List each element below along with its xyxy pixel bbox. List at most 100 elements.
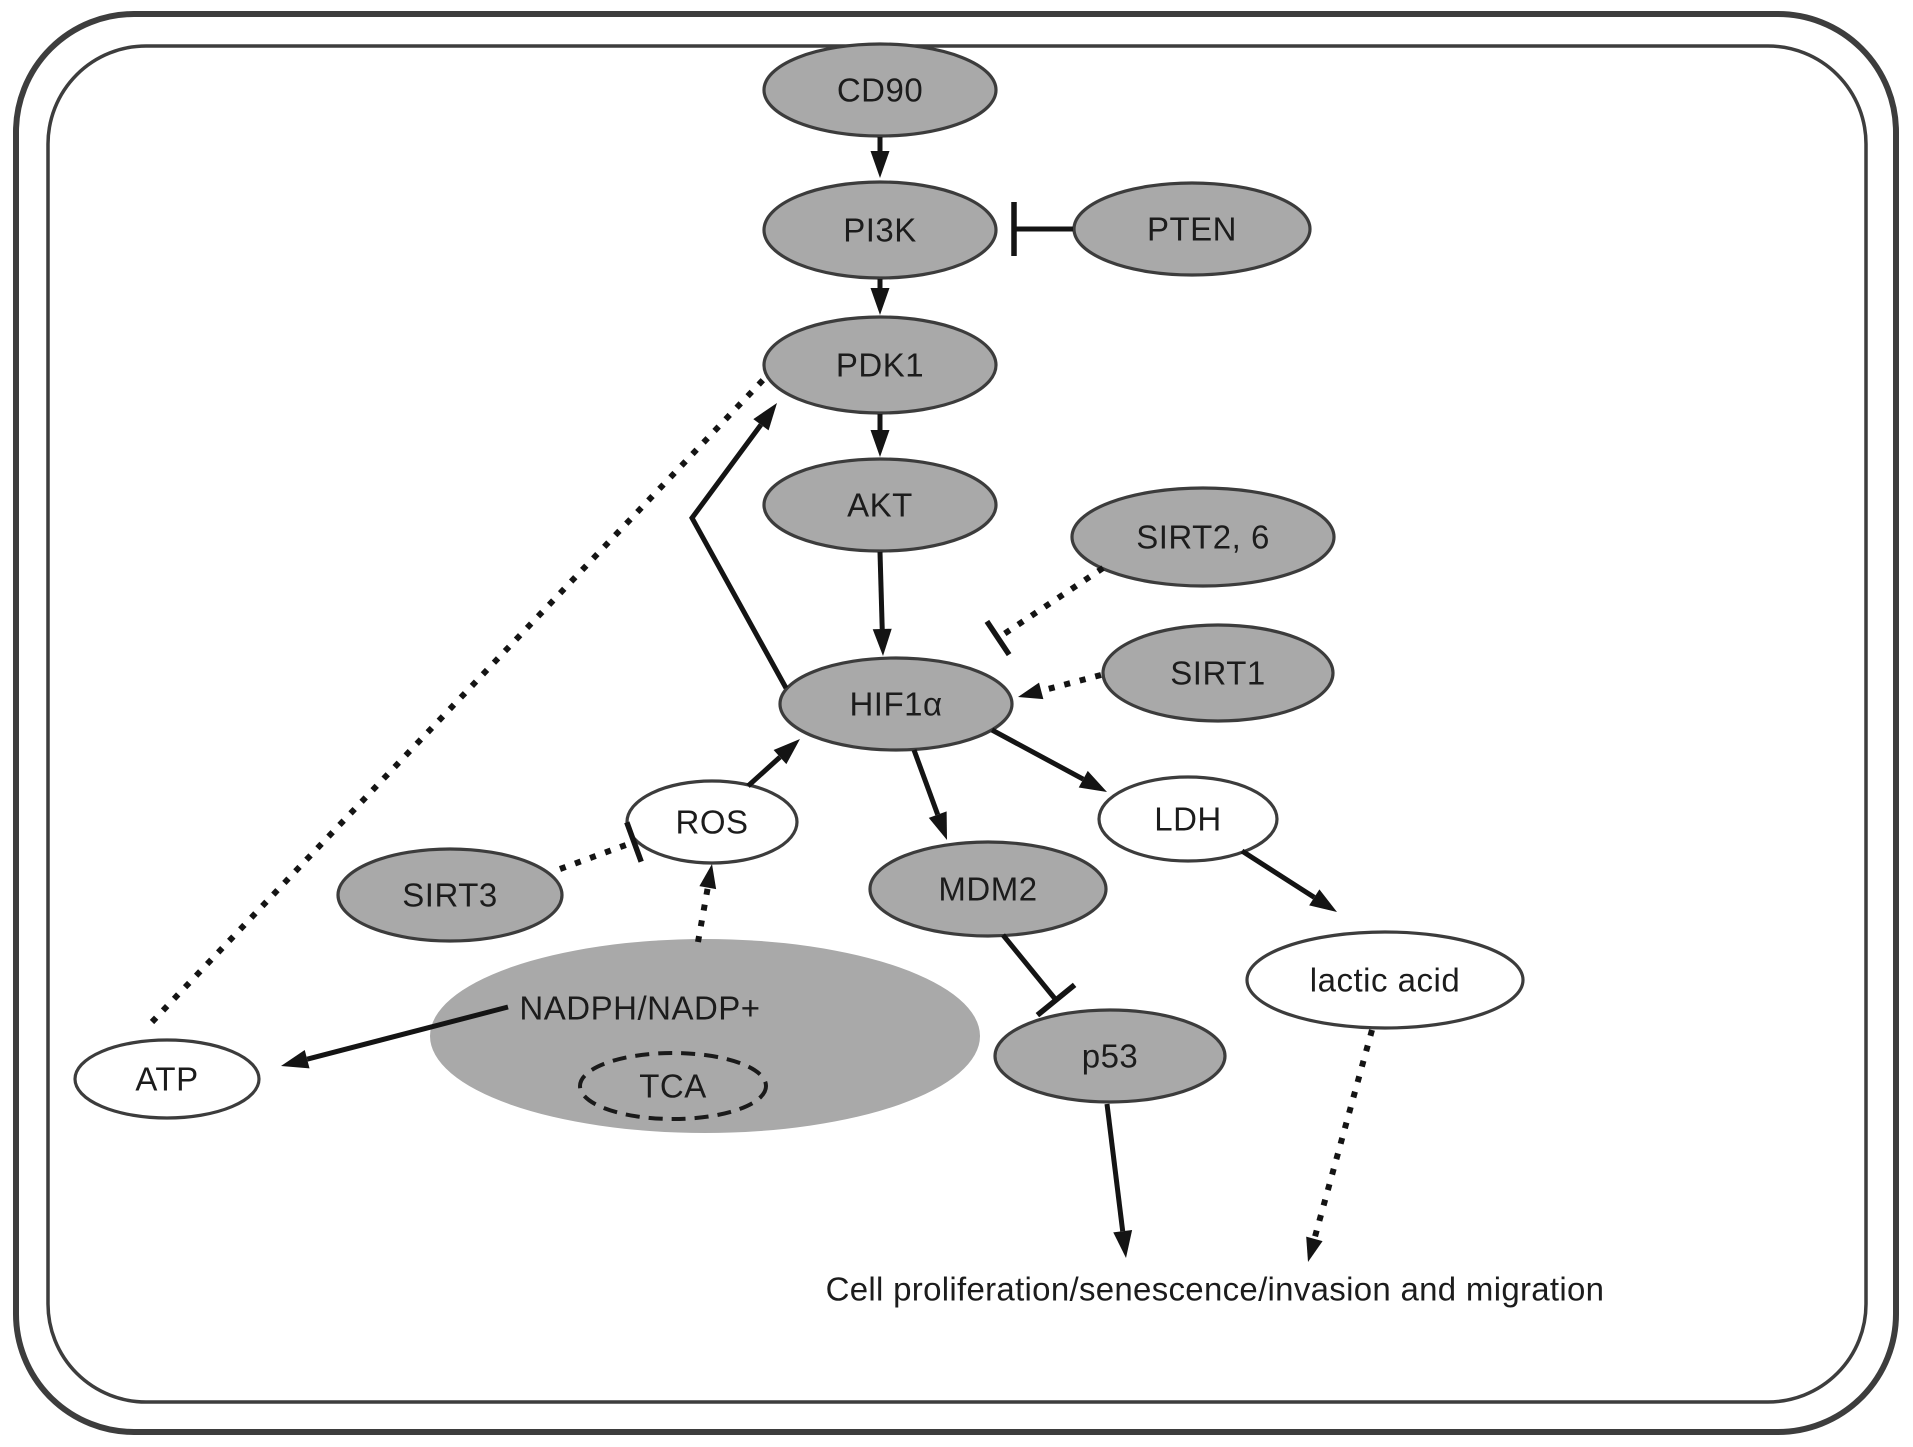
arrowhead [753, 403, 777, 431]
node-shape-akt [762, 457, 998, 553]
arrowhead [928, 811, 947, 840]
node-label-pi3k: PI3K [843, 212, 917, 249]
edge-ros-hif1a [746, 739, 800, 788]
node-shape-mdm2 [868, 840, 1108, 938]
node-tca: TCA [578, 1051, 768, 1121]
node-pten: PTEN [1072, 181, 1312, 277]
edge-akt-hif1a [872, 551, 892, 656]
node-label-nadph: NADPH/NADP+ [519, 990, 760, 1027]
edge-sirt1-hif1a [1018, 672, 1102, 700]
node-shape-sirt1 [1101, 623, 1335, 723]
node-shape-pi3k [762, 180, 998, 280]
edge-line-sirt26-hif1a [996, 565, 1105, 641]
node-shape-sirt26 [1070, 486, 1336, 588]
node-shape-ros [625, 779, 799, 865]
node-label-sirt3: SIRT3 [402, 877, 497, 914]
node-lactic: lactic acid [1245, 930, 1525, 1030]
edge-line-nadph-ros [695, 887, 711, 943]
arrowhead [699, 864, 717, 890]
edge-sirt26-hif1a [984, 565, 1105, 657]
inhibition-bar-sirt26-hif1a [984, 619, 1012, 657]
arrowhead [281, 1050, 310, 1069]
edge-line-hif1a-ldh [990, 727, 1085, 782]
node-shape-pdk1 [762, 315, 998, 415]
node-label-hif1a: HIF1α [849, 686, 942, 723]
node-shape-p53 [993, 1008, 1227, 1104]
edge-line-ros-hif1a [746, 755, 782, 788]
edge-sirt3-ros [558, 821, 644, 872]
edge-pdk1-akt [870, 414, 890, 457]
node-shape-sirt3 [336, 847, 564, 943]
node-shape-atp [73, 1038, 261, 1120]
node-shape-nadph [430, 939, 980, 1133]
node-sirt3: SIRT3 [336, 847, 564, 943]
edge-pi3k-pdk1 [870, 279, 890, 315]
node-label-sirt26: SIRT2, 6 [1136, 519, 1270, 556]
arrowhead [773, 739, 800, 765]
node-label-ros: ROS [675, 804, 748, 841]
node-pi3k: PI3K [762, 180, 998, 280]
node-label-mdm2: MDM2 [938, 871, 1037, 908]
edge-mdm2-p53 [1001, 933, 1077, 1018]
edge-cd90-pi3k [870, 137, 890, 178]
node-nadph: NADPH/NADP+ [430, 939, 980, 1133]
edge-line-mdm2-p53 [1001, 933, 1058, 1002]
node-label-pdk1: PDK1 [836, 347, 924, 384]
node-shape-pten [1072, 181, 1312, 277]
edge-hif1a-ldh [990, 727, 1107, 792]
edge-line-akt-hif1a [877, 551, 885, 630]
edge-lactic-outcome [1306, 1029, 1375, 1262]
edge-p53-outcome [1104, 1103, 1133, 1258]
node-label-pten: PTEN [1147, 211, 1237, 248]
node-pdk1: PDK1 [762, 315, 998, 415]
arrowhead [870, 430, 890, 457]
edge-line-atp-pdk1 [149, 377, 766, 1025]
node-ros: ROS [625, 779, 799, 865]
edge-line-nadph-atp [306, 1004, 509, 1062]
node-label-lactic: lactic acid [1310, 962, 1460, 999]
node-mdm2: MDM2 [868, 840, 1108, 938]
arrowhead [872, 628, 892, 656]
node-sirt1: SIRT1 [1101, 623, 1335, 723]
node-label-atp: ATP [135, 1061, 198, 1098]
node-label-tca: TCA [639, 1068, 707, 1105]
arrowhead [1078, 770, 1107, 792]
node-shape-lactic [1245, 930, 1525, 1030]
inhibition-bar-sirt3-ros [624, 821, 644, 863]
arrowhead [1018, 682, 1044, 700]
edge-nadph-ros [695, 864, 717, 943]
edge-nadph-atp [281, 1004, 509, 1069]
edge-line-sirt3-ros [558, 839, 636, 872]
node-label-sirt1: SIRT1 [1170, 655, 1265, 692]
node-shape-hif1a [778, 656, 1014, 752]
arrowhead [1309, 889, 1337, 912]
edge-line-hif1a-mdm2 [911, 749, 941, 816]
edge-hif1a-pdk1 [689, 403, 789, 690]
node-shape-cd90 [762, 42, 998, 138]
node-label-akt: AKT [847, 487, 913, 524]
node-label-ldh: LDH [1154, 801, 1222, 838]
node-hif1a: HIF1α [778, 656, 1014, 752]
arrowhead [1306, 1236, 1323, 1262]
node-ldh: LDH [1097, 775, 1279, 863]
node-atp: ATP [73, 1038, 261, 1120]
node-shape-ldh [1097, 775, 1279, 863]
cell-outer-border [13, 11, 1899, 1435]
node-label-p53: p53 [1082, 1038, 1139, 1075]
inhibition-bar-mdm2-p53 [1035, 982, 1077, 1018]
cell-inner-border [46, 44, 1868, 1404]
edge-hif1a-mdm2 [911, 749, 947, 840]
edge-atp-pdk1 [149, 377, 766, 1025]
arrowhead [870, 288, 890, 315]
outcome-text: Cell proliferation/senescence/invasion a… [826, 1271, 1605, 1308]
node-label-cd90: CD90 [837, 72, 923, 109]
node-p53: p53 [993, 1008, 1227, 1104]
edge-line-hif1a-pdk1 [689, 423, 789, 690]
edge-line-sirt1-hif1a [1040, 672, 1102, 694]
arrowhead [1113, 1230, 1133, 1258]
edge-line-lactic-outcome [1311, 1029, 1375, 1240]
node-sirt26: SIRT2, 6 [1070, 486, 1336, 588]
node-shape-tca [578, 1051, 768, 1121]
